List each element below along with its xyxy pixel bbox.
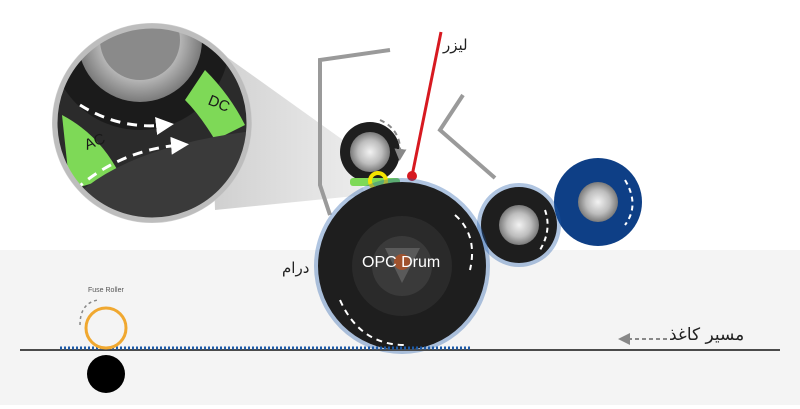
opc-drum-label: OPC Drum [362,254,441,271]
arrow-left-icon [618,333,668,345]
cleaning-blade-bracket [318,48,391,216]
laser-beam [410,31,443,177]
fuse-roller [79,299,128,393]
drum-label: درام [282,259,310,277]
ac-region [62,115,120,190]
laser-point [407,171,417,181]
laser-label: لیزر [443,36,468,54]
opc-drum [314,178,490,354]
magnified-view [52,23,252,223]
charge-roller [340,119,407,191]
toner-roller [477,183,561,267]
fuse-roller-label: Fuse Roller [88,287,124,294]
developer-roller [554,158,642,246]
paper-path-label: مسیر کاغذ [669,325,745,345]
dc-region [185,70,245,140]
zoom-cone [210,45,365,210]
doctor-blade-bracket [437,93,497,180]
